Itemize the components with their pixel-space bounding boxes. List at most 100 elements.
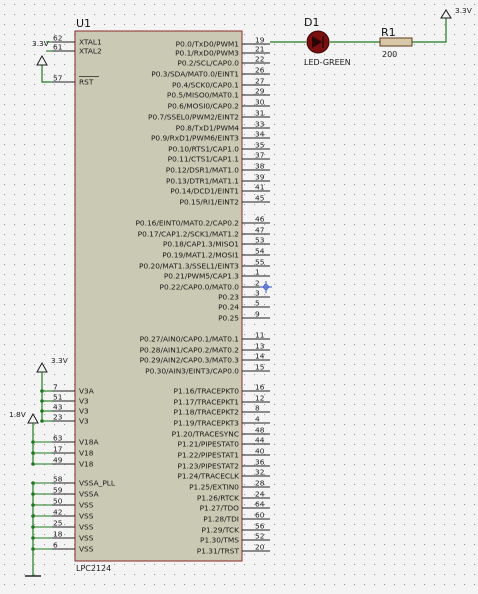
right-pin[interactable]: 32 P1.24/TRACECLK: [177, 468, 270, 481]
right-pin-number: 24: [255, 490, 265, 499]
right-pin-label: P0.18/CAP1.3/MISO1: [163, 240, 239, 249]
right-pin-label: P1.23/PIPESTAT2: [178, 462, 240, 471]
right-pin-number: 31: [255, 109, 265, 118]
right-pin[interactable]: 1P0.21/PWM5/CAP1.3: [164, 268, 270, 281]
right-pin[interactable]: 14 P0.29/AIN2/CAP0.3/MAT0.3: [140, 352, 270, 365]
right-pin[interactable]: 5P0.24: [218, 299, 270, 312]
right-pin-label: P0.27/AIN0/CAP0.1/MAT0.1: [140, 335, 240, 344]
right-pin[interactable]: 11 P0.27/AIN0/CAP0.1/MAT0.1: [140, 331, 270, 344]
right-pin-number: 22: [255, 55, 264, 64]
right-pin-number: 32: [255, 468, 264, 477]
wire-rst: [41, 65, 50, 83]
right-pin-label: P0.12/DSR1/MAT1.0: [166, 166, 240, 175]
right-pin-number: 13: [255, 342, 265, 351]
right-pin-label: P0.5/MISO0/MAT0.1: [167, 91, 239, 100]
right-pin-number: 28: [255, 479, 265, 488]
right-pin-label: P0.2/SCL/CAP0.0: [177, 59, 239, 68]
right-pin-label: P0.22/CAP0.0/MAT0.0: [160, 283, 240, 292]
right-pin-label: P0.11/CTS1/CAP1.1: [168, 155, 240, 164]
power-label-top-right: 3.3V: [455, 6, 472, 15]
right-pin-label: P0.23: [218, 293, 239, 302]
right-pin-label: P0.9/RxD1/PWM6/EINT3: [151, 134, 239, 143]
right-pin-number: 30: [255, 98, 265, 107]
right-pin-label: P0.15/RI1/EINT2: [179, 198, 239, 207]
left-pin-number: 18: [53, 530, 63, 539]
right-pin-label: P0.29/AIN2/CAP0.3/MAT0.3: [140, 356, 240, 365]
chip-body[interactable]: [74, 30, 243, 562]
right-pin-number: 37: [255, 151, 265, 160]
power-arrow-rst: [36, 54, 48, 66]
right-pin-number: 11: [255, 331, 265, 340]
right-pin-label: P1.30/TMS: [200, 536, 239, 545]
left-pin-number: 58: [53, 475, 63, 484]
right-pin-number: 14: [255, 352, 265, 361]
right-pin-label: P1.20/TRACESYNC: [172, 430, 239, 439]
right-pin-label: P0.3/SDA/MAT0.0/EINT1: [151, 70, 239, 79]
right-pin-number: 40: [255, 447, 265, 456]
right-pin[interactable]: 37 P0.11/CTS1/CAP1.1: [168, 151, 270, 164]
right-pin[interactable]: 22 P0.2/SCL/CAP0.0: [177, 55, 270, 68]
power-label-v3: 3.3V: [51, 356, 68, 365]
right-pin[interactable]: 9P0.25: [218, 310, 270, 323]
left-pin-number: 43: [53, 403, 63, 412]
left-pin-number: 63: [53, 434, 63, 443]
probe-cursor[interactable]: [260, 281, 272, 293]
right-pin-label: P0.25: [218, 314, 239, 323]
right-pin-label: P0.10/RTS1/CAP1.0: [168, 145, 239, 154]
right-pin-label: P1.21/PIPESTAT0: [178, 440, 240, 449]
right-pin[interactable]: 4P1.19/TRACEPKT3: [174, 415, 270, 428]
right-pin-label: P1.24/TRACECLK: [177, 472, 239, 481]
right-pin-label: P0.20/MAT1.3/SSEL1/EINT3: [139, 262, 239, 271]
right-pin[interactable]: 8P1.18/TRACEPKT2: [174, 404, 270, 417]
right-pin[interactable]: 3P0.23: [218, 289, 270, 302]
right-pin-label: P0.16/EINT0/MAT0.2/CAP0.2: [135, 219, 239, 228]
led-reference: D1: [304, 16, 319, 29]
right-pin-number: 16: [255, 383, 265, 392]
resistor-body[interactable]: [379, 37, 413, 47]
right-pin-number: 1: [255, 268, 260, 277]
